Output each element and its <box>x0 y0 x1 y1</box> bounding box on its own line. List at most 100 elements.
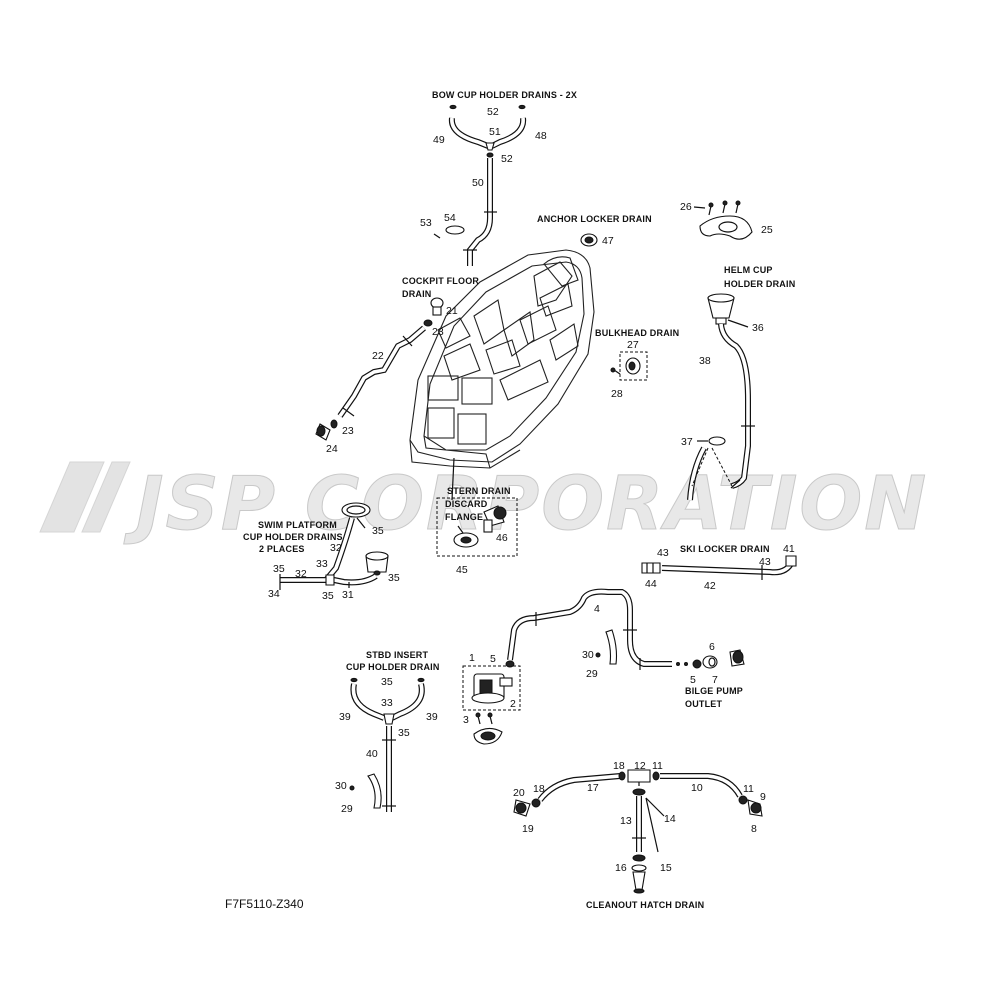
stbd-cup-holder-group: STBD INSERT CUP HOLDER DRAIN 35 33 39 39… <box>335 650 439 815</box>
bracket-29 <box>367 773 382 809</box>
callout-label: 11 <box>652 760 663 772</box>
callout-label: 28 <box>611 388 623 400</box>
callout-label: 10 <box>691 782 703 794</box>
callout-label: 52 <box>501 153 513 165</box>
callout-label: 33 <box>381 697 393 709</box>
callout-label: 35 <box>398 727 410 739</box>
clamp-37 <box>708 436 726 446</box>
callout-label: 24 <box>326 443 338 455</box>
callout-label: 22 <box>372 350 384 362</box>
watermark-logo <box>39 461 131 533</box>
callout-label: 23 <box>432 326 444 338</box>
callout-label: 5 <box>490 653 496 665</box>
screw-icon <box>708 200 741 216</box>
discard-title-2: FLANGE <box>445 512 483 522</box>
cockpit-title-2: DRAIN <box>402 289 432 299</box>
clamp-11 <box>652 771 660 781</box>
cover-plate-group: 26 25 <box>680 200 773 240</box>
helm-title-1: HELM CUP <box>724 265 773 275</box>
anchor-locker-group: ANCHOR LOCKER DRAIN 47 <box>537 214 652 247</box>
bilge-pump-group: 4 1 5 2 3 6 30 5 7 29 <box>462 588 745 745</box>
figure-code: F7F5110-Z340 <box>225 897 304 911</box>
screw-icon <box>595 652 601 658</box>
callout-label: 39 <box>426 711 438 723</box>
clamp-16 <box>632 854 646 862</box>
clamp-18b <box>531 798 541 808</box>
callout-label: 51 <box>489 126 501 138</box>
fitting-44 <box>641 562 661 574</box>
callout-label: 11 <box>743 783 754 795</box>
callout-label: 53 <box>420 217 432 229</box>
callout-label: 43 <box>759 556 771 568</box>
callout-label: 13 <box>620 815 632 827</box>
callout-label: 9 <box>760 791 766 803</box>
anchor-title: ANCHOR LOCKER DRAIN <box>537 214 652 224</box>
boat-hull <box>409 249 595 501</box>
cleanout-title: CLEANOUT HATCH DRAIN <box>586 900 704 910</box>
clamp-23 <box>423 319 433 327</box>
callout-label: 18 <box>533 783 545 795</box>
callout-label: 54 <box>444 212 456 224</box>
cockpit-title-1: COCKPIT FLOOR <box>402 276 479 286</box>
helm-cup-holder-group: HELM CUP HOLDER DRAIN 36 38 37 <box>681 265 795 501</box>
stern-drain-group: STERN DRAIN DISCARD FLANGE 46 45 <box>436 486 518 576</box>
callout-label: 14 <box>664 813 676 825</box>
plug-part <box>449 104 457 110</box>
fitting-41 <box>785 555 797 567</box>
bracket-29 <box>605 629 618 665</box>
bulkhead-drain-group: BULKHEAD DRAIN 27 28 <box>595 328 679 400</box>
swim-title-2: CUP HOLDER DRAINS <box>243 532 343 542</box>
callout-label: 43 <box>657 547 669 559</box>
callout-label: 44 <box>645 578 657 590</box>
callout-label: 38 <box>699 355 711 367</box>
callout-label: 32 <box>330 542 342 554</box>
callout-label: 21 <box>446 305 458 317</box>
tee-12 <box>627 769 651 783</box>
callout-label: 29 <box>341 803 353 815</box>
callout-label: 33 <box>316 558 328 570</box>
callout-label: 12 <box>634 760 646 772</box>
callout-label: 19 <box>522 823 534 835</box>
callout-label: 30 <box>335 780 347 792</box>
callout-label: 35 <box>372 525 384 537</box>
callout-label: 39 <box>339 711 351 723</box>
callout-label: 52 <box>487 106 499 118</box>
stern-title: STERN DRAIN <box>447 486 511 496</box>
callout-label: 49 <box>433 134 445 146</box>
clamp-11b <box>738 795 748 805</box>
helm-title-2: HOLDER DRAIN <box>724 279 795 289</box>
cup-holder-35a <box>341 502 371 518</box>
drain-plug-16 <box>632 871 646 891</box>
clamp-23b <box>330 419 338 429</box>
watermark: JSP CORPORATION <box>39 461 927 548</box>
callout-label: 2 <box>510 698 516 710</box>
callout-label: 17 <box>587 782 599 794</box>
callout-label: 6 <box>709 641 715 653</box>
callout-label: 45 <box>456 564 468 576</box>
callout-label: 31 <box>342 589 354 601</box>
bilge-pump-1 <box>471 673 513 704</box>
callout-label: 32 <box>295 568 307 580</box>
callout-label: 50 <box>472 177 484 189</box>
callout-label: 25 <box>761 224 773 236</box>
clamp-18 <box>618 771 626 781</box>
callout-label: 20 <box>513 787 525 799</box>
clamp-5b <box>692 659 702 669</box>
callout-label: 7 <box>712 674 718 686</box>
callout-label: 26 <box>680 201 692 213</box>
bow-cup-holder-group: BOW CUP HOLDER DRAINS - 2X 52 51 49 48 5… <box>420 90 577 266</box>
plug-part <box>518 104 526 110</box>
callout-label: 16 <box>615 862 627 874</box>
callout-label: 34 <box>268 588 280 600</box>
callout-label: 4 <box>594 603 600 615</box>
tee-33 <box>383 713 395 725</box>
tee-fitting <box>485 142 495 151</box>
clamp-5 <box>505 660 515 668</box>
callout-label: 1 <box>469 652 475 664</box>
callout-label: 48 <box>535 130 547 142</box>
callout-label: 8 <box>751 823 757 835</box>
cleanout-hatch-group: 18 12 11 20 18 17 10 9 11 13 14 19 8 <box>513 760 766 910</box>
swim-title-3: 2 PLACES <box>259 544 305 554</box>
callout-label: 35 <box>273 563 285 575</box>
